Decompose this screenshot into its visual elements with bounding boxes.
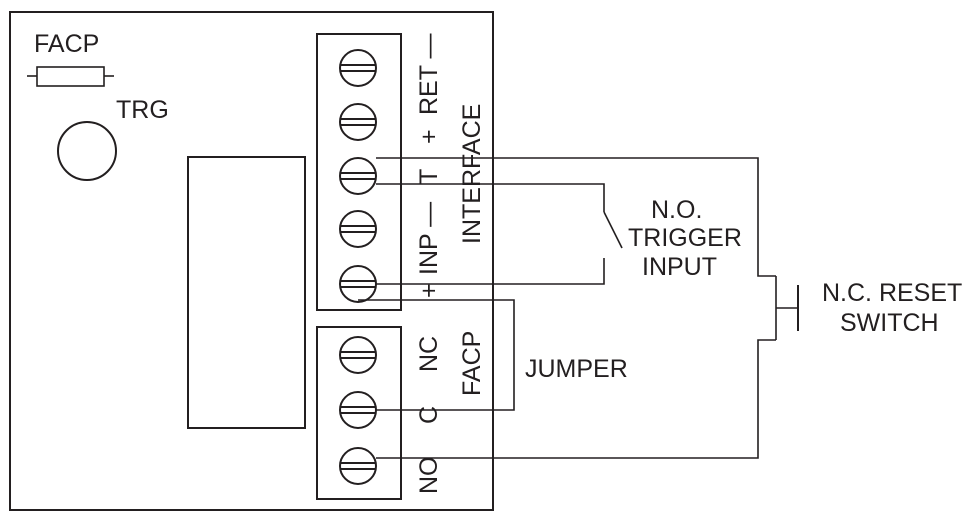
- label-inp-plus: +: [415, 283, 443, 298]
- trigger-label-line1: N.O.: [651, 196, 702, 224]
- board-outline: [9, 11, 494, 511]
- label-no: NO: [415, 457, 443, 495]
- wire-no-to-reset: [376, 339, 776, 459]
- label-inp: INP —: [415, 202, 443, 275]
- interface-terminal-inp-plus: [339, 265, 377, 303]
- reset-label-line2: SWITCH: [840, 309, 939, 337]
- label-nc: NC: [415, 336, 443, 372]
- facp-resistor-label: FACP: [34, 30, 99, 58]
- label-c: C: [415, 406, 443, 424]
- facp-resistor-symbol: [27, 66, 114, 87]
- facp-terminal-block: [316, 326, 402, 500]
- reset-label-line1: N.C. RESET: [822, 279, 962, 307]
- trg-led: [57, 121, 117, 181]
- interface-terminal-ret: [339, 49, 377, 87]
- relay-component: [187, 156, 306, 429]
- jumper-wire: [358, 299, 515, 411]
- label-ret-plus: +: [415, 129, 443, 144]
- trigger-switch-lever: [603, 211, 623, 249]
- label-ret: RET —: [415, 34, 443, 116]
- interface-terminal-ret-plus: [339, 103, 377, 141]
- facp-terminal-c: [339, 391, 377, 429]
- wire-inp-plus-to-trigger: [376, 258, 605, 285]
- trigger-label-line3: INPUT: [642, 253, 717, 281]
- interface-block-label: INTERFACE: [458, 104, 486, 244]
- facp-block-label: FACP: [458, 331, 486, 396]
- trigger-label-line2: TRIGGER: [628, 224, 742, 252]
- jumper-label: JUMPER: [525, 355, 628, 383]
- facp-terminal-no: [339, 447, 377, 485]
- interface-terminal-t: [339, 157, 377, 195]
- interface-terminal-inp-minus: [339, 210, 377, 248]
- label-t: T: [415, 169, 443, 184]
- wire-t-to-reset: [376, 157, 776, 277]
- interface-terminal-block: [316, 33, 402, 311]
- wire-inp-minus-to-trigger: [376, 183, 605, 212]
- nc-reset-switch-symbol: [775, 276, 799, 340]
- trg-label: TRG: [116, 96, 169, 124]
- facp-terminal-nc: [339, 336, 377, 374]
